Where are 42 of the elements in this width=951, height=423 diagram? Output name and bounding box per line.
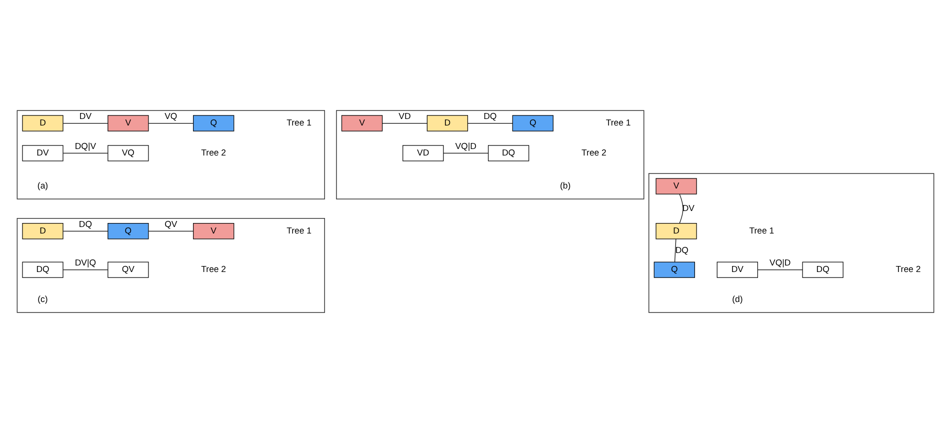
node-box: DQ bbox=[22, 262, 64, 278]
edge-label: VQ|D bbox=[455, 140, 476, 151]
edge-label: VQ|D bbox=[770, 258, 791, 268]
connector bbox=[443, 152, 489, 154]
edge-label: QV bbox=[164, 218, 178, 229]
connector bbox=[382, 122, 428, 124]
connector bbox=[62, 152, 108, 154]
node-box: VQ bbox=[108, 145, 149, 162]
edge-label: DQ|V bbox=[74, 140, 96, 151]
edge-label: DQ bbox=[675, 244, 688, 255]
node-box: DQ bbox=[488, 145, 530, 162]
node-box: DV bbox=[22, 145, 64, 162]
edge-label: DV bbox=[79, 111, 92, 122]
connector bbox=[62, 122, 108, 124]
node-box: VD bbox=[402, 145, 444, 162]
node-box: V bbox=[108, 115, 149, 132]
connector bbox=[674, 238, 676, 262]
node-box: Q bbox=[193, 115, 234, 132]
edge-label: DV bbox=[682, 203, 695, 213]
node-box: DQ bbox=[802, 262, 844, 278]
connector bbox=[62, 230, 108, 232]
edge-label: DQ bbox=[78, 218, 92, 229]
node-box: Q bbox=[512, 115, 554, 132]
connector bbox=[679, 194, 684, 224]
node-box: Q bbox=[654, 262, 695, 278]
node-box: D bbox=[22, 115, 64, 132]
node-box: Q bbox=[108, 223, 149, 240]
node-box: D bbox=[426, 115, 468, 132]
node-box: D bbox=[656, 223, 697, 240]
edge-label: VQ bbox=[164, 111, 178, 122]
connector bbox=[468, 122, 513, 124]
node-box: V bbox=[193, 223, 234, 240]
node-box: V bbox=[341, 115, 383, 132]
node-box: V bbox=[656, 178, 697, 194]
node-box: DV bbox=[716, 262, 758, 278]
node-box: D bbox=[22, 223, 64, 240]
node-box: QV bbox=[108, 262, 149, 278]
edge-label: DQ bbox=[484, 111, 497, 122]
connector bbox=[148, 230, 194, 232]
edge-label: DV|Q bbox=[74, 258, 96, 268]
connector bbox=[148, 122, 194, 124]
edge-label: VD bbox=[398, 111, 411, 122]
